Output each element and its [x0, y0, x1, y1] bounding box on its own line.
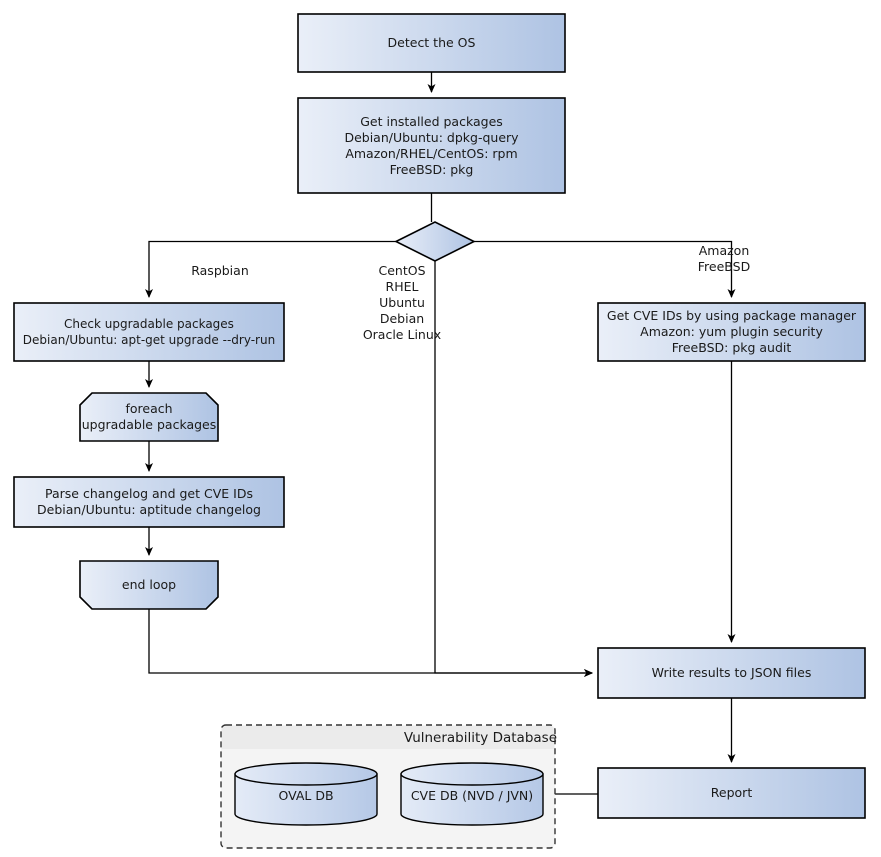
node-check-upgradable-packages-hit[interactable]: [14, 303, 284, 361]
node-get-installed-packages[interactable]: [297, 97, 566, 194]
node-oval-db[interactable]: [234, 762, 378, 826]
node-foreach-loop-hit[interactable]: [80, 393, 218, 441]
node-detect-os-hit[interactable]: [298, 14, 565, 72]
node-cve-db[interactable]: [400, 762, 544, 826]
branch-label-ubuntu: Ubuntu: [379, 295, 425, 310]
branch-label-raspbian-line-0: Raspbian: [191, 263, 249, 278]
node-report[interactable]: [597, 767, 866, 819]
edge-endloop-to-write: [148, 609, 593, 677]
node-report-hit[interactable]: [598, 768, 865, 818]
node-oval-db-hit[interactable]: [235, 763, 377, 825]
node-os-decision-hit[interactable]: [396, 222, 474, 261]
node-write-results-json[interactable]: [597, 647, 866, 699]
node-end-loop[interactable]: [79, 560, 219, 610]
group-title-text: Vulnerability Database: [403, 730, 557, 746]
edge-decision-raspbian: [145, 240, 396, 298]
branch-label-rhel: RHEL: [385, 279, 419, 294]
group-header-band: [222, 726, 554, 749]
node-foreach-loop[interactable]: [79, 392, 219, 442]
branch-label-centos: CentOS: [378, 263, 426, 278]
node-write-results-json-hit[interactable]: [598, 648, 865, 698]
node-os-decision[interactable]: [394, 221, 476, 262]
node-get-cve-ids-package-manager-hit[interactable]: [598, 303, 865, 361]
branch-label-amazon: Amazon: [698, 243, 750, 258]
branch-label-amazon-freebsd: Amazon FreeBSD: [637, 243, 811, 275]
node-cve-db-hit[interactable]: [401, 763, 543, 825]
node-check-upgradable-packages[interactable]: [13, 302, 285, 362]
node-get-installed-packages-hit[interactable]: [298, 98, 565, 193]
branch-label-centos-group: CentOS RHEL Ubuntu Debian Oracle Linux: [315, 263, 489, 343]
node-detect-os[interactable]: [297, 13, 566, 73]
node-end-loop-hit[interactable]: [80, 561, 218, 609]
branch-label-raspbian: Raspbian: [160, 263, 280, 279]
group-title-vulnerability-database: Vulnerability Database: [221, 729, 557, 747]
branch-label-oracle-linux: Oracle Linux: [362, 327, 442, 342]
node-get-cve-ids-package-manager[interactable]: [597, 302, 866, 362]
node-parse-changelog-hit[interactable]: [14, 477, 284, 527]
branch-label-freebsd: FreeBSD: [697, 259, 751, 274]
node-parse-changelog[interactable]: [13, 476, 285, 528]
edge-decision-amazon-freebsd: [474, 240, 736, 298]
branch-label-debian: Debian: [379, 311, 425, 326]
